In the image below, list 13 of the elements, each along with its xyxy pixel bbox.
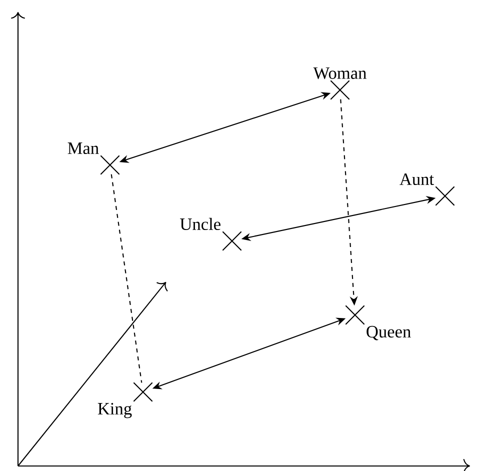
point-label: Man [68, 142, 99, 154]
point-marker [313, 67, 366, 100]
point-marker [400, 173, 455, 206]
point-label: Aunt [400, 173, 434, 186]
point-marker [68, 142, 120, 175]
point-label: Queen [366, 326, 411, 340]
point-marker [98, 382, 153, 418]
dashed-line [110, 174, 142, 383]
point-label: Uncle [180, 218, 220, 230]
point-label: Woman [313, 67, 366, 80]
point-marker [345, 305, 411, 340]
point-label: King [98, 402, 132, 418]
point-marker [180, 218, 242, 251]
